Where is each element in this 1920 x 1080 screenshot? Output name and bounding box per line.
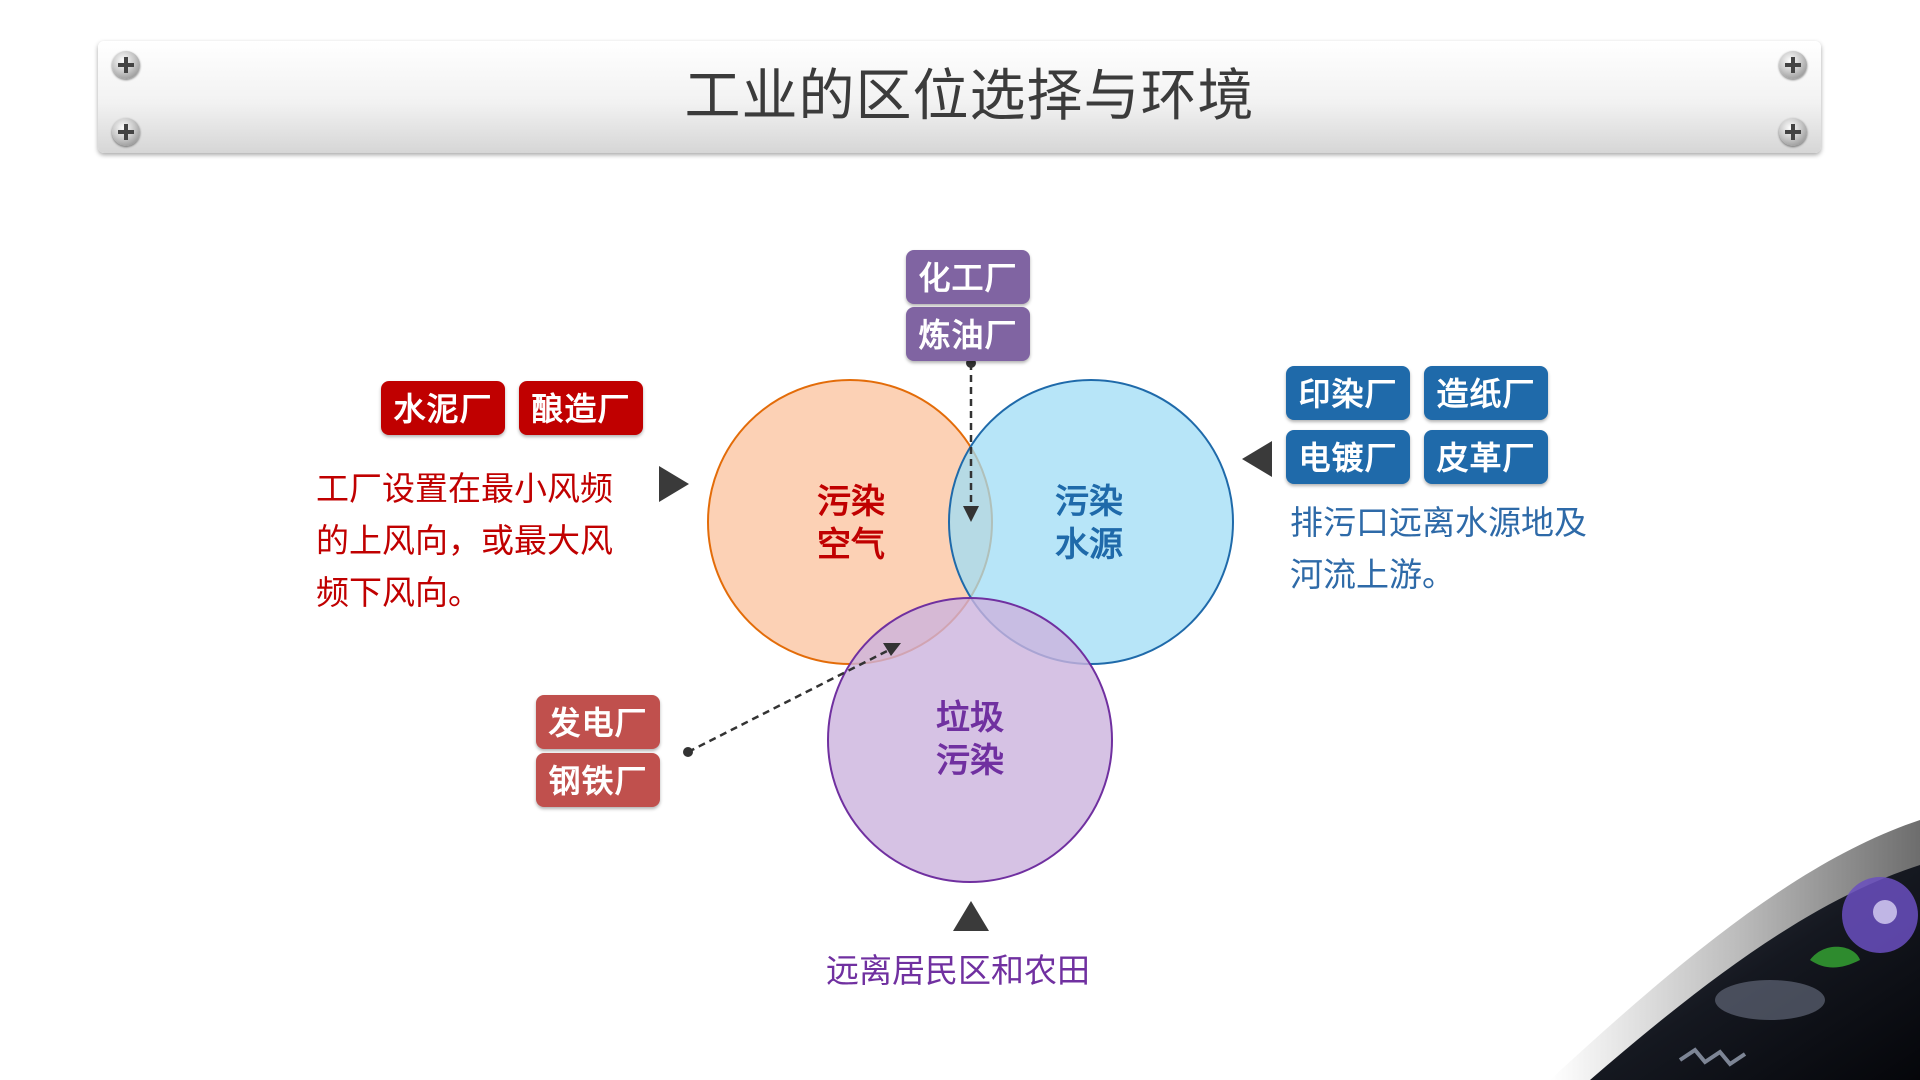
tag-tannery: 皮革厂 (1424, 430, 1548, 484)
tag-paper-mill: 造纸厂 (1424, 366, 1548, 420)
left-triangle-marker (659, 466, 689, 502)
tag-power-plant: 发电厂 (536, 695, 660, 749)
air-pollution-label: 污染 空气 (791, 481, 911, 567)
tag-chemical-plant: 化工厂 (906, 250, 1030, 304)
waste-pollution-label: 垃圾 污染 (910, 697, 1030, 783)
tag-cement-plant: 水泥厂 (381, 381, 505, 435)
flower-center (1873, 900, 1897, 924)
right-note-line2: 河流上游。 (1290, 549, 1587, 601)
gear-highlight (1715, 980, 1825, 1020)
tag-steel-mill: 钢铁厂 (536, 753, 660, 807)
air-label-line1: 污染 (791, 481, 911, 524)
left-note-line3: 频下风向。 (316, 567, 613, 619)
left-note-line1: 工厂设置在最小风频 (316, 463, 613, 515)
waste-label-line2: 污染 (910, 740, 1030, 783)
water-pollution-label: 污染 水源 (1029, 481, 1149, 567)
water-label-line2: 水源 (1029, 524, 1149, 567)
tag-dyeing-plant: 印染厂 (1286, 366, 1410, 420)
right-note: 排污口远离水源地及 河流上游。 (1290, 497, 1587, 601)
right-triangle-marker (1242, 441, 1272, 477)
tag-brewery: 酿造厂 (519, 381, 643, 435)
bottom-triangle-marker (953, 901, 989, 931)
waste-label-line1: 垃圾 (910, 697, 1030, 740)
decorative-gear-image (1300, 750, 1920, 1080)
left-note-line2: 的上风向，或最大风 (316, 515, 613, 567)
tag-electroplating-plant: 电镀厂 (1286, 430, 1410, 484)
left-note: 工厂设置在最小风频 的上风向，或最大风 频下风向。 (316, 463, 613, 619)
right-note-line1: 排污口远离水源地及 (1290, 497, 1587, 549)
tag-oil-refinery: 炼油厂 (906, 307, 1030, 361)
air-label-line2: 空气 (791, 524, 911, 567)
water-label-line1: 污染 (1029, 481, 1149, 524)
bottom-note: 远离居民区和农田 (826, 945, 1090, 997)
